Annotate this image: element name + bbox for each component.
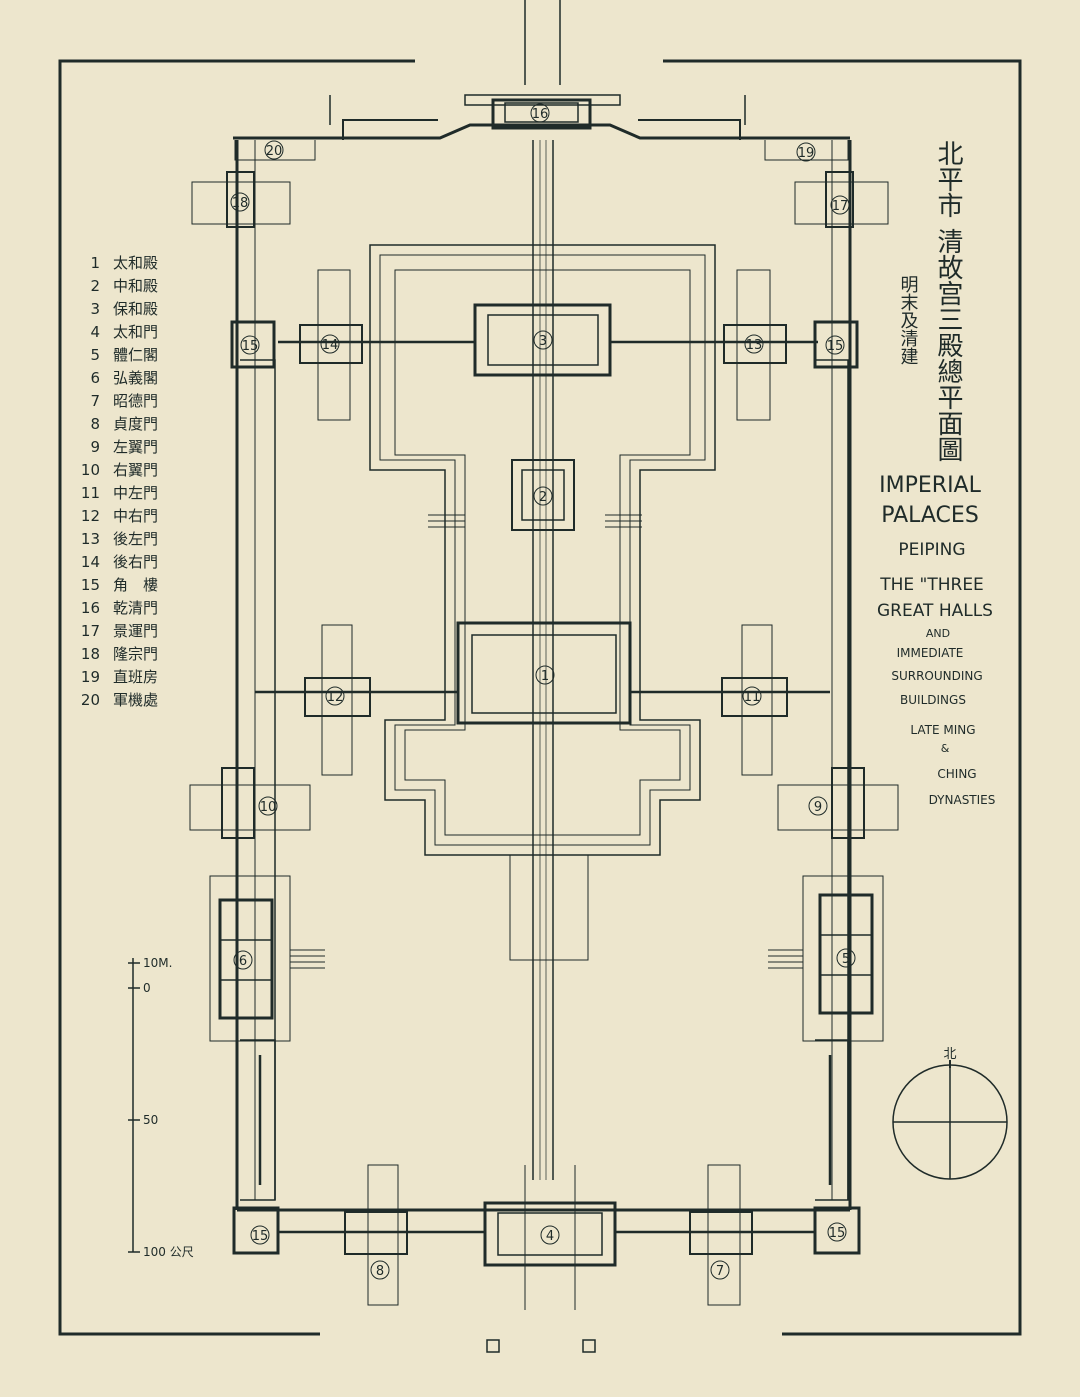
scale-tick-0: 0: [143, 981, 151, 995]
title-en-palaces: PALACES: [881, 503, 979, 528]
legend: 1 太和殿 2 中和殿 3 保和殿 4 太和門 5 體仁閣 6 弘義閣 7 昭德…: [81, 254, 158, 709]
title-en-dynasties: DYNASTIES: [929, 793, 996, 807]
title-en-three: THE "THREE: [879, 575, 984, 595]
legend-no: 13: [81, 530, 100, 548]
legend-name: 貞度門: [113, 415, 158, 433]
title-en-immediate: IMMEDIATE: [897, 646, 964, 660]
legend-no: 8: [90, 415, 100, 433]
legend-name: 角 樓: [113, 576, 158, 594]
legend-name: 右翼門: [113, 461, 158, 479]
north-arrow: [892, 1060, 1008, 1180]
plan-number-5: 5: [842, 952, 850, 967]
title-en-late-ming: LATE MING: [910, 723, 975, 737]
legend-name: 中右門: [113, 507, 158, 525]
scale-unit: 10M.: [143, 956, 172, 970]
plan-number-11: 11: [744, 690, 761, 705]
plan-number-15-sw: 15: [252, 1229, 269, 1244]
legend-name: 後左門: [113, 530, 158, 548]
legend-no: 20: [81, 691, 100, 709]
title-zh-line-2: 清故宫三殿總平面圖: [933, 228, 963, 462]
legend-name: 中和殿: [113, 277, 158, 295]
legend-no: 15: [81, 576, 100, 594]
legend-no: 16: [81, 599, 100, 617]
plan-number-10: 10: [260, 800, 277, 815]
legend-name: 太和殿: [113, 254, 158, 272]
title-en-and: AND: [926, 627, 950, 640]
plan-number-14: 14: [322, 338, 339, 353]
title-chinese: 北平市 清故宫三殿總平面圖 明末及清建: [898, 140, 964, 462]
legend-no: 10: [81, 461, 100, 479]
plan-number-13: 13: [746, 338, 763, 353]
plan-number-15-se: 15: [829, 1226, 846, 1241]
palace-plan: [189, 0, 899, 1353]
plan-number-16: 16: [532, 107, 549, 122]
plan-number-2: 2: [539, 490, 547, 505]
legend-name: 直班房: [113, 668, 158, 686]
drawing-frame: [58, 59, 1022, 1336]
plan-number-1: 1: [541, 669, 549, 684]
title-en-ampersand: &: [941, 742, 950, 755]
plan-number-3: 3: [539, 334, 547, 349]
plan-number-15-nw: 15: [242, 339, 259, 354]
legend-name: 後右門: [113, 553, 158, 571]
plan-number-17: 17: [832, 199, 849, 214]
legend-no: 11: [81, 484, 100, 502]
title-zh-line-1: 北平市: [933, 140, 963, 218]
plan-number-19: 19: [798, 146, 815, 161]
legend-no: 4: [90, 323, 100, 341]
legend-no: 7: [90, 392, 100, 410]
plan-number-9: 9: [814, 800, 822, 815]
plan-number-8: 8: [376, 1264, 384, 1279]
legend-name: 昭德門: [113, 392, 158, 410]
plan-number-18: 18: [232, 196, 249, 211]
legend-no: 14: [81, 553, 100, 571]
plan-number-4: 4: [546, 1229, 554, 1244]
legend-no: 18: [81, 645, 100, 663]
title-en-peiping: PEIPING: [898, 540, 965, 560]
scale-labels: 10M. 0 50 100 公尺: [143, 956, 194, 1259]
legend-no: 3: [90, 300, 100, 318]
scale-bar: [128, 958, 140, 1253]
plan-number-20: 20: [266, 144, 283, 159]
legend-no: 2: [90, 277, 100, 295]
legend-no: 19: [81, 668, 100, 686]
north-label: 北: [943, 1047, 956, 1062]
legend-name: 保和殿: [113, 300, 158, 318]
legend-name: 弘義閣: [113, 369, 158, 387]
legend-no: 9: [90, 438, 100, 456]
scale-tick-50: 50: [143, 1113, 158, 1127]
legend-name: 乾清門: [113, 599, 158, 617]
legend-name: 隆宗門: [113, 645, 158, 663]
legend-name: 左翼門: [113, 438, 158, 456]
plan-number-15-ne: 15: [827, 339, 844, 354]
legend-no: 12: [81, 507, 100, 525]
plan-number-12: 12: [327, 690, 344, 705]
plan-number-7: 7: [716, 1264, 724, 1279]
legend-name: 太和門: [113, 323, 158, 341]
title-en-buildings: BUILDINGS: [900, 693, 966, 707]
legend-no: 1: [90, 254, 100, 272]
legend-name: 軍機處: [113, 691, 158, 709]
subtitle-zh: 明末及清建: [898, 275, 919, 365]
legend-no: 6: [90, 369, 100, 387]
title-english: IMPERIAL PALACES PEIPING THE "THREE GREA…: [877, 473, 995, 807]
legend-name: 中左門: [113, 484, 158, 502]
legend-no: 17: [81, 622, 100, 640]
plan-number-labels: 1 2 3 4 5 6 7 8 9 10 11 12 13 14 15 15 1…: [230, 103, 856, 1280]
legend-name: 景運門: [113, 622, 158, 640]
plan-number-6: 6: [239, 954, 247, 969]
title-en-great-halls: GREAT HALLS: [877, 601, 993, 621]
scale-tick-100: 100 公尺: [143, 1245, 194, 1259]
legend-name: 體仁閣: [113, 346, 158, 364]
title-en-ching: CHING: [937, 767, 976, 781]
title-en-imperial: IMPERIAL: [879, 473, 981, 498]
legend-no: 5: [90, 346, 100, 364]
title-en-surrounding: SURROUNDING: [891, 669, 982, 683]
